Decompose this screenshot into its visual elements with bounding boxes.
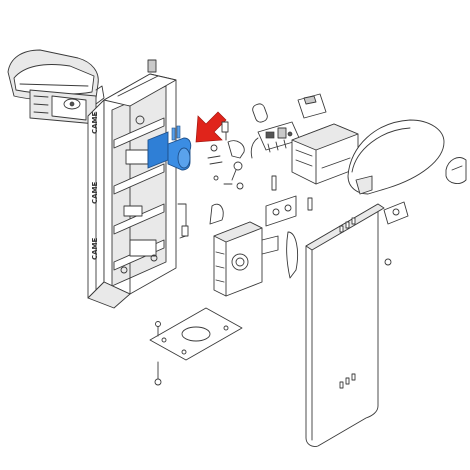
- brand-mark-1: CAME: [91, 111, 99, 134]
- front-door-panel: [305, 203, 385, 447]
- end-cap-parts: [383, 157, 467, 266]
- top-cap-assembly: [7, 49, 105, 125]
- brand-mark-2: CAME: [91, 181, 99, 204]
- pointer-arrow-icon: [195, 111, 227, 143]
- cabinet-body: CAME CAME CAME: [87, 59, 177, 309]
- control-box: [291, 123, 359, 185]
- control-board: [250, 93, 327, 159]
- brand-mark-3: CAME: [91, 237, 99, 260]
- cylinder-bracket-icon: [147, 125, 192, 171]
- motor-and-brackets: [177, 175, 313, 297]
- dome-cover: [347, 119, 445, 195]
- small-parts-cluster: [207, 121, 245, 190]
- base-plate: [149, 307, 243, 386]
